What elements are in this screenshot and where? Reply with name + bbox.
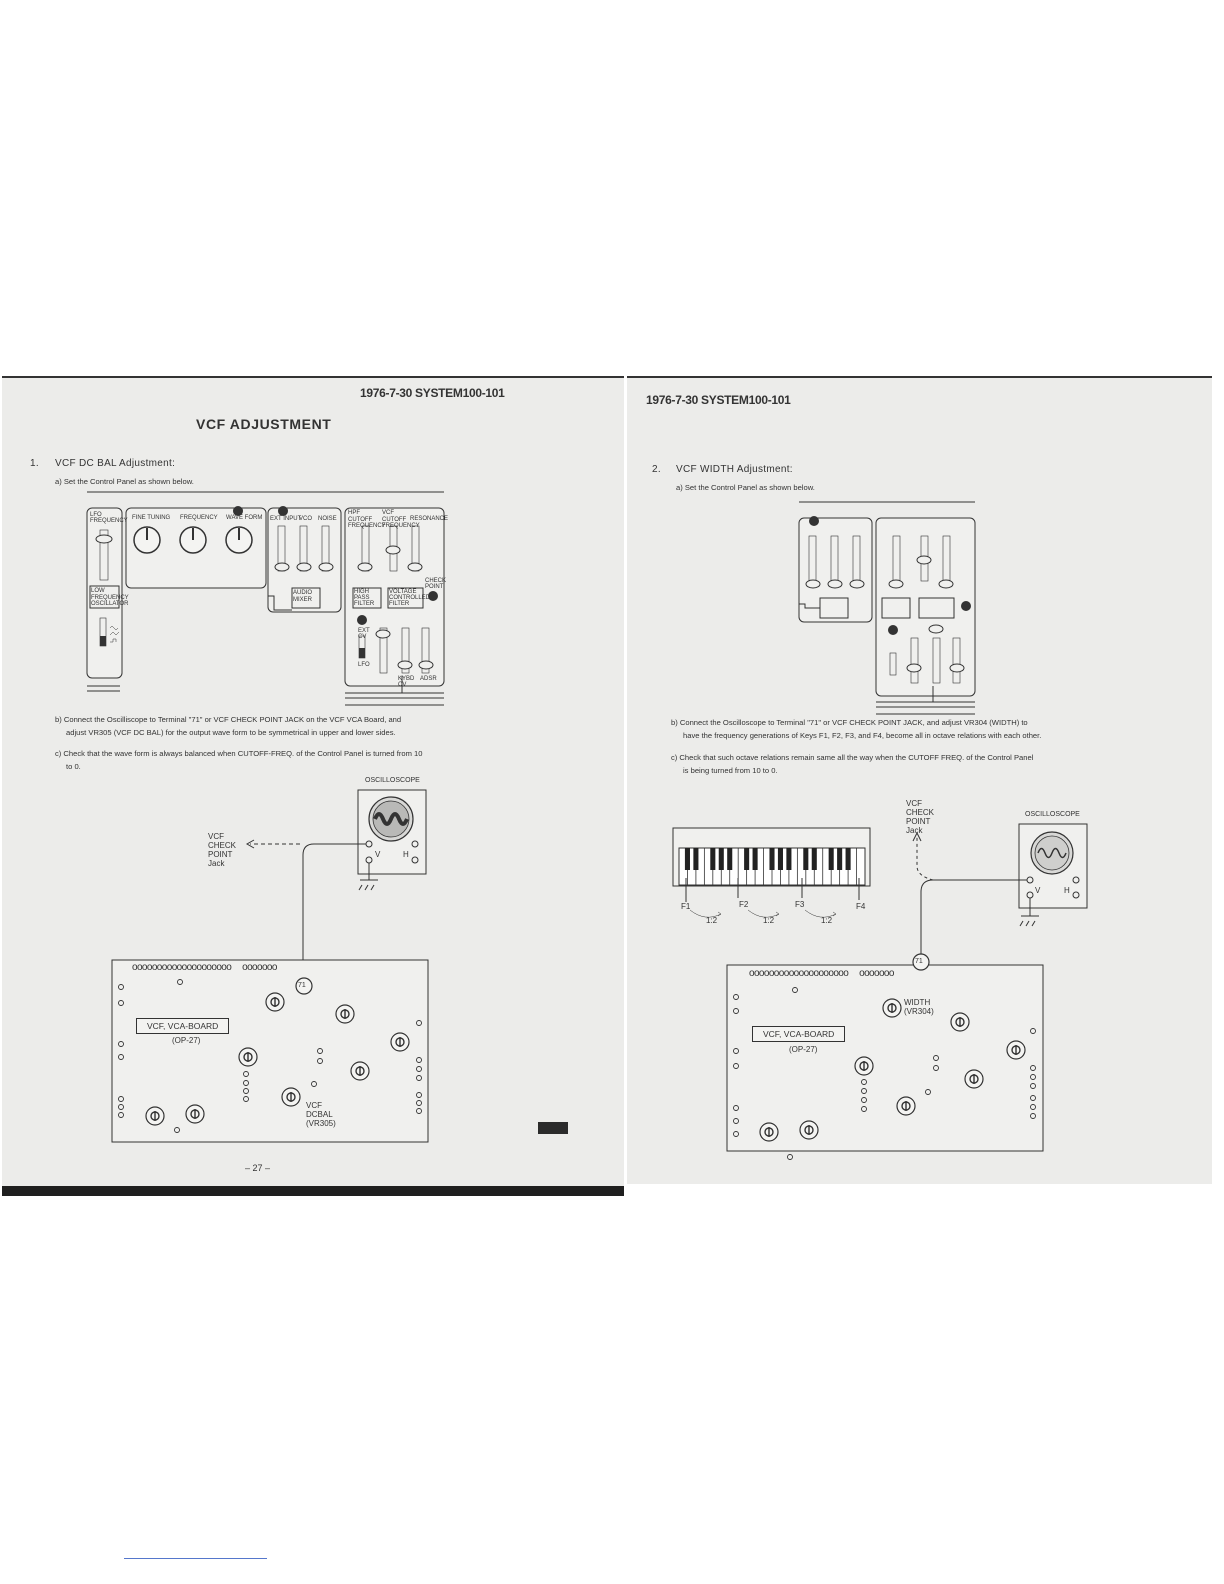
noise-label: NOISE [318,516,337,522]
board-label: VCF, VCA-BOARD [752,1026,846,1042]
binding-marker [538,1122,568,1134]
black-key [693,848,699,870]
step-a: a) Set the Control Panel as shown below. [55,477,194,486]
v-terminal-label: V [1035,886,1041,895]
vco-label: VCO [299,516,313,522]
terminal-71-label: 71 [298,982,306,989]
ratio-label-3: 1:2 [821,916,833,925]
left-page: 1976-7-30 SYSTEM100-101 VCF ADJUSTMENT 1… [2,376,624,1196]
key-f1-label: F1 [681,902,691,911]
key-f2-label: F2 [739,900,749,909]
board-components [118,977,422,1133]
control-panel-diagram [798,501,976,715]
black-key [684,848,690,870]
key-f3-label: F3 [795,900,805,909]
oscilloscope-diagram [111,789,429,1143]
hpf-cutoff-label: HPF CUTOFF FREQUENCY [348,510,386,529]
black-key [845,848,851,870]
black-key [837,848,843,870]
connector-pins: oooooooooooooooooooo ooooooo [132,962,277,973]
section-title: VCF WIDTH Adjustment: [676,464,793,475]
black-key [718,848,724,870]
adsr-label: ADSR [420,676,437,682]
right-page: 1976-7-30 SYSTEM100-101 2. VCF WIDTH Adj… [627,376,1212,1184]
lfo-frequency-label: LFO FREQUENCY [90,512,128,524]
footer-link-underline [124,1558,267,1559]
section-number: 1. [30,458,39,469]
frequency-label: FREQUENCY [180,515,218,521]
wave-form-label: WAVE FORM [226,515,263,521]
section-title: VCF DC BAL Adjustment: [55,458,176,469]
page-edge-shadow [2,1186,624,1196]
terminal-71-label: 71 [915,958,923,965]
page-header: 1976-7-30 SYSTEM100-101 [646,393,791,407]
page-header: 1976-7-30 SYSTEM100-101 [360,386,505,400]
black-key [786,848,792,870]
section-number: 2. [652,464,661,475]
oscilloscope-label: OSCILLOSCOPE [365,777,420,784]
step-b-line2: adjust VR305 (VCF DC BAL) for the output… [66,728,396,737]
ratio-label-2: 1:2 [763,916,775,925]
black-key [803,848,809,870]
board-sublabel: (OP-27) [172,1036,201,1045]
fine-tuning-label: FINE TUNING [132,515,171,521]
step-b-line1: b) Connect the Oscilliscope to Terminal … [55,715,402,724]
page-title: VCF ADJUSTMENT [196,416,332,432]
board-label: VCF, VCA-BOARD [136,1018,230,1034]
width-label: WIDTH(VR304) [904,998,934,1016]
black-key [710,848,716,870]
page-number: – 27 – [245,1163,271,1173]
h-terminal-label: H [1064,886,1070,895]
step-c-line2: to 0. [66,762,81,771]
oscilloscope-label: OSCILLOSCOPE [1025,811,1080,818]
black-key [769,848,775,870]
board-components [733,953,1036,1160]
ratio-label-1: 1:2 [706,916,718,925]
step-c-line2: is being turned from 10 to 0. [683,766,778,775]
check-point-small-label: CHECK POINT [425,578,447,590]
step-c-line1: c) Check that such octave relations rema… [671,753,1034,762]
v-terminal-label: V [375,850,381,859]
control-panel-diagram [86,491,445,706]
connector-pins: oooooooooooooooooooo ooooooo [749,968,894,979]
lfo-label: LFO [358,662,370,668]
step-b-line1: b) Connect the Oscilloscope to Terminal … [671,718,1028,727]
step-b-line2: have the frequency generations of Keys F… [683,731,1042,740]
black-key [752,848,758,870]
step-a: a) Set the Control Panel as shown below. [676,483,815,492]
black-key [727,848,733,870]
board-sublabel: (OP-27) [789,1045,818,1054]
ext-cv-label: EXT CV [358,628,370,640]
ext-input-label: EXT INPUT [270,516,302,522]
key-f4-label: F4 [856,902,866,911]
step-c-line1: c) Check that the wave form is always ba… [55,749,423,758]
keyboard-oscilloscope-diagram [672,823,1088,1152]
black-key [777,848,783,870]
h-terminal-label: H [403,850,409,859]
vcf-cutoff-label: VCF CUTOFF FREQUENCY [382,510,420,529]
resonance-label: RESONANCE [410,516,449,522]
black-key [811,848,817,870]
kybd-cv-label: KYBD CV [398,676,415,688]
black-key [744,848,750,870]
black-key [828,848,834,870]
